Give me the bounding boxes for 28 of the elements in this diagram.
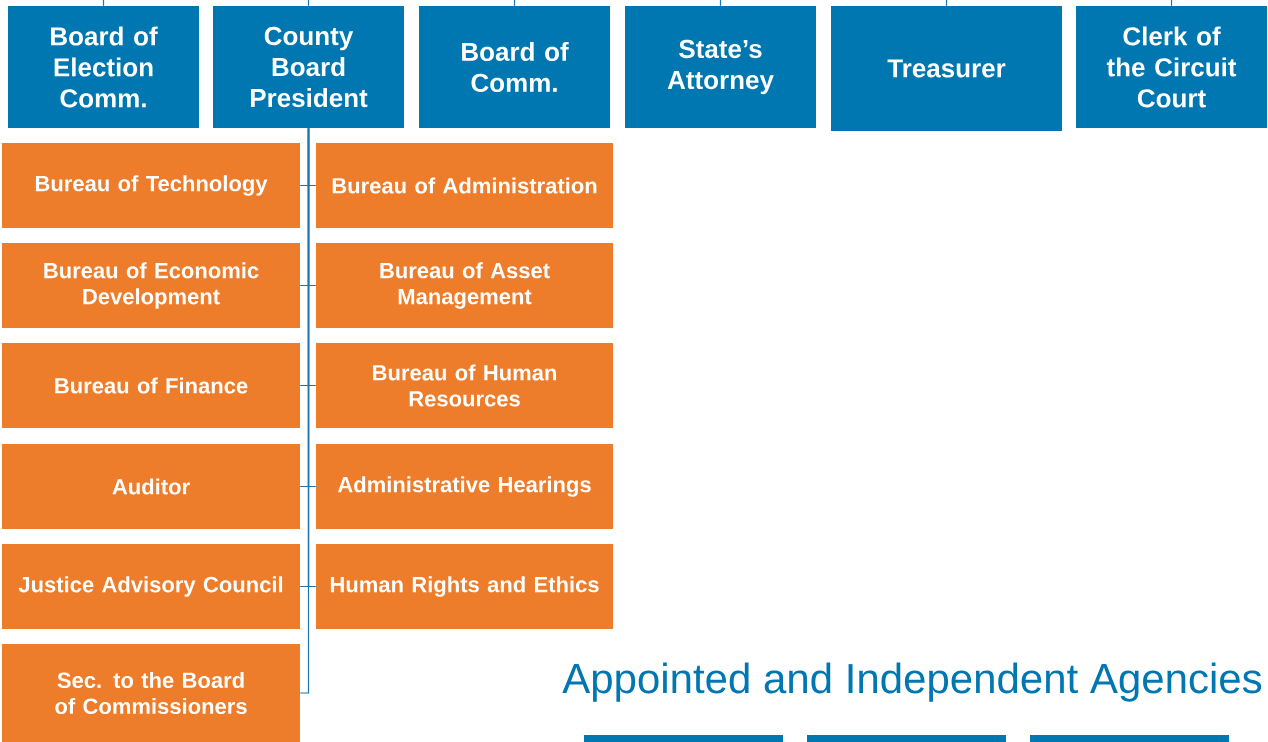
bureau-box: Administrative Hearings xyxy=(316,444,613,529)
connector-line xyxy=(102,0,105,7)
connector-line xyxy=(307,0,310,7)
bureau-box: Bureau of Economic Development xyxy=(2,243,300,328)
bureau-box: Human Rights and Ethics xyxy=(316,544,613,629)
bureau-box: Justice Advisory Council xyxy=(2,544,300,629)
bureau-box: Bureau of Finance xyxy=(2,343,300,428)
section-heading: Appointed and Independent Agencies xyxy=(562,662,1262,702)
bureau-box: Sec. to the Board of Commissioners xyxy=(2,644,300,742)
office-box: Board of Election Comm. xyxy=(8,6,199,128)
bureau-box: Bureau of Administration xyxy=(316,143,613,228)
office-box: Treasurer xyxy=(831,6,1062,131)
connector-line xyxy=(1170,0,1173,7)
agency-box xyxy=(807,735,1006,742)
bureau-box: Auditor xyxy=(2,444,300,529)
office-box: Board of Comm. xyxy=(419,6,610,128)
office-box: Clerk of the Circuit Court xyxy=(1076,6,1267,128)
agency-box xyxy=(1030,735,1229,742)
bureau-box: Bureau of Human Resources xyxy=(316,343,613,428)
office-box: State’s Attorney xyxy=(625,6,816,128)
bureau-box: Bureau of Asset Management xyxy=(316,243,613,328)
connector-line xyxy=(299,127,310,694)
office-box: County Board President xyxy=(213,6,404,128)
bureau-box: Bureau of Technology xyxy=(2,143,300,228)
connector-line xyxy=(719,0,722,7)
connector-line xyxy=(513,0,516,7)
connector-line xyxy=(945,0,948,7)
agency-box xyxy=(584,735,783,742)
